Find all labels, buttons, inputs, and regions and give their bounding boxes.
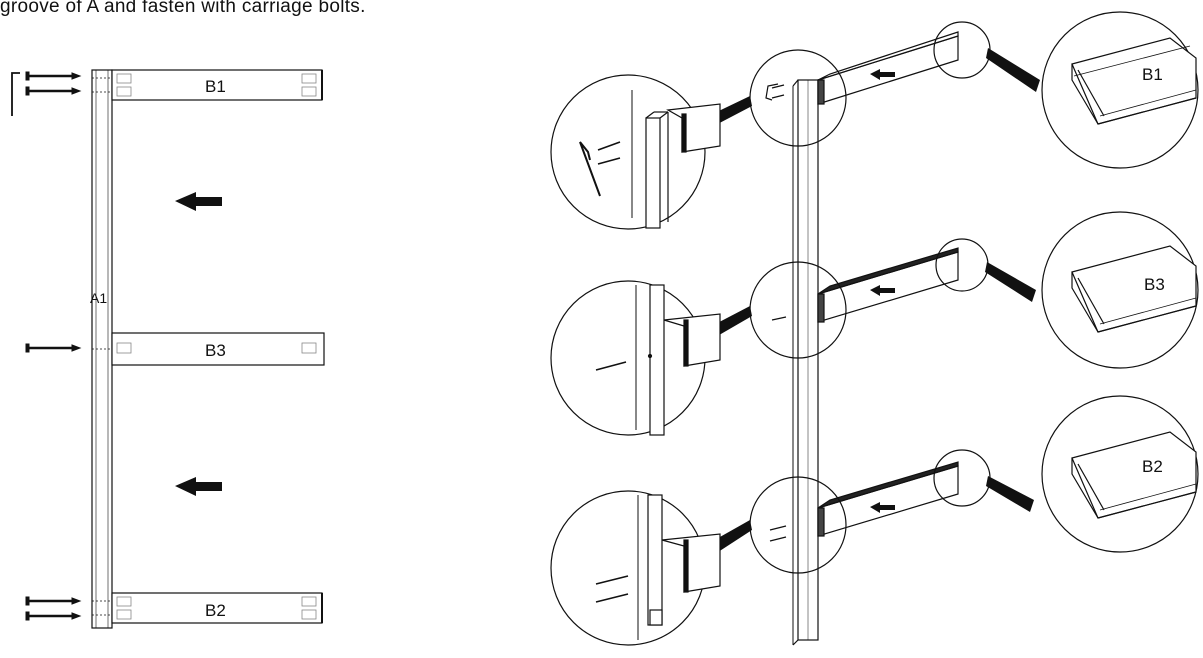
bolt-icon: [25, 611, 82, 621]
bolt-icon: [25, 86, 82, 96]
board-label-b1: B1: [205, 77, 226, 96]
board-b1: [111, 69, 323, 101]
front-view: [91, 69, 325, 629]
zoom-detail-mid-left: [550, 280, 721, 436]
iso-board-b1: [817, 31, 959, 105]
arrow-left-icon: [870, 69, 895, 80]
zoom-detail-top-left: [550, 74, 721, 230]
board-b3: [111, 332, 325, 366]
bolt-icon: [25, 343, 82, 353]
isometric-view: [749, 21, 991, 646]
bolt-icon: [25, 71, 82, 81]
zoom-detail-mid-right: [1041, 211, 1199, 369]
iso-board-b3: [817, 247, 959, 323]
zoom-label-b3: B3: [1144, 275, 1165, 294]
arrow-left-icon: [870, 285, 895, 296]
post-label: A1: [90, 290, 107, 306]
board-b2: [111, 592, 323, 624]
arrow-left-icon: [175, 477, 222, 496]
zoom-detail-top-right: [1041, 11, 1199, 169]
bolt-icon: [25, 596, 82, 606]
zoom-label-b2: B2: [1142, 457, 1163, 476]
board-label-b3: B3: [205, 341, 226, 360]
board-label-b2: B2: [205, 601, 226, 620]
carriage-bolts-left: [25, 71, 82, 621]
zoom-detail-bottom-right: [1041, 395, 1199, 553]
arrow-left-icon: [175, 192, 222, 211]
zoom-detail-bottom-left: [550, 490, 721, 646]
instruction-caption: groove of A and fasten with carriage bol…: [0, 0, 366, 17]
arrow-left-icon: [870, 502, 895, 513]
zoom-label-b1: B1: [1142, 65, 1163, 84]
iso-board-b2: [817, 461, 959, 537]
hex-key-icon: [11, 72, 20, 116]
